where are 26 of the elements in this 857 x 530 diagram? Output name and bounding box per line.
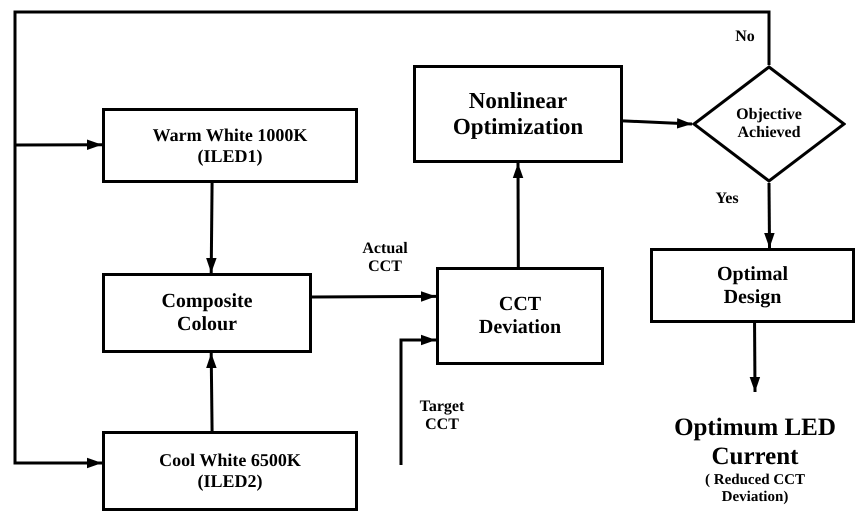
process-box (436, 267, 604, 365)
node-label: Composite Colour (160, 290, 254, 336)
arrow (14, 145, 102, 468)
node-label: Nonlinear Optimization (452, 88, 584, 140)
arrow (400, 334, 436, 465)
arrow (622, 118, 692, 129)
arrow (206, 352, 217, 432)
decision-diamond (692, 65, 846, 183)
process-box (650, 248, 855, 323)
node-label: Objective Achieved (735, 106, 803, 142)
node-label: Optimal Design (716, 262, 790, 308)
arrow (15, 140, 102, 150)
arrow (764, 182, 775, 248)
arrow (512, 163, 524, 267)
arrow (206, 182, 217, 274)
process-box (102, 273, 312, 353)
node-label: CCT Deviation (478, 293, 562, 339)
node-label: Cool White 6500K (ILED2) (158, 450, 302, 492)
arrow (312, 291, 436, 302)
process-box (413, 65, 623, 163)
process-box (102, 431, 358, 511)
arrow (750, 322, 760, 392)
output-title: Optimum LED Current (673, 414, 837, 472)
process-box (102, 108, 358, 183)
output-note: ( Reduced CCT Deviation) (704, 472, 806, 506)
node-label: Warm White 1000K (ILED1) (152, 124, 308, 166)
